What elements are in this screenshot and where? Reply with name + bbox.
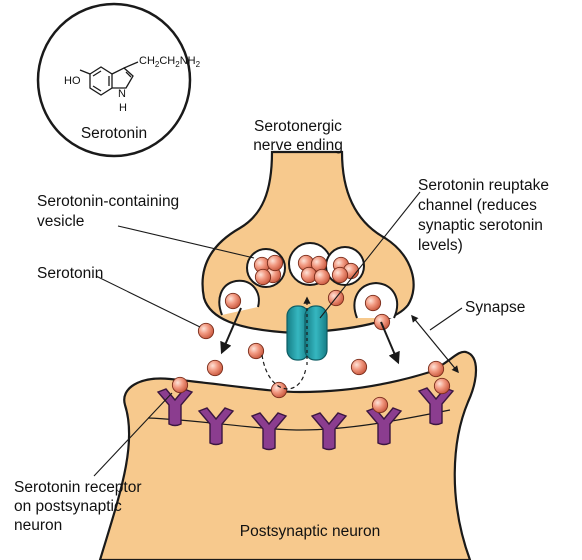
nerve-ending-label-line1: Serotonergic — [254, 118, 342, 135]
ring-hydrogen: H — [119, 102, 127, 114]
receptor-leader — [93, 392, 173, 477]
ring-nitrogen: N — [118, 88, 126, 100]
vesicle-label-line2: vesicle — [37, 213, 84, 230]
molecule-panel: HO CH2CH2NH2 N H Serotonin — [36, 2, 201, 158]
reuptake-label-line3: synaptic serotonin — [418, 217, 543, 234]
reuptake-label-line4: levels) — [418, 237, 463, 254]
reuptake-path-arrow — [261, 354, 307, 390]
receptor-label-line3: neuron — [14, 517, 62, 534]
reuptake-channel — [286, 296, 328, 365]
synapse-leader — [429, 307, 463, 331]
receptor-label-line2: on postsynaptic — [14, 498, 122, 515]
receptor-label-line1: Serotonin receptor — [14, 479, 142, 496]
release-arrow-right — [380, 321, 400, 365]
reuptake-leader — [319, 191, 421, 319]
hydroxyl-label: HO — [64, 75, 81, 87]
molecule-frame — [36, 2, 192, 158]
serotonin-label: Serotonin — [37, 265, 103, 282]
postsynaptic-label: Postsynaptic neuron — [240, 523, 380, 540]
serotonin-leader — [95, 275, 201, 328]
flow-arrows — [220, 307, 459, 390]
molecule-name: Serotonin — [81, 125, 147, 142]
synapse-gap-arrow — [411, 314, 459, 374]
release-arrow-left — [220, 307, 242, 355]
serotonin-structure — [79, 61, 139, 96]
vesicle-leader — [117, 225, 255, 259]
synapse-label: Synapse — [465, 299, 525, 316]
nerve-ending-label-line2: nerve ending — [253, 137, 343, 154]
vesicle-label-line1: Serotonin-containing — [37, 193, 179, 210]
reuptake-label-line2: channel (reduces — [418, 197, 537, 214]
side-chain-label: CH2CH2NH2 — [139, 55, 201, 69]
reuptake-label-line1: Serotonin reuptake — [418, 177, 549, 194]
leader-lines — [93, 191, 463, 477]
